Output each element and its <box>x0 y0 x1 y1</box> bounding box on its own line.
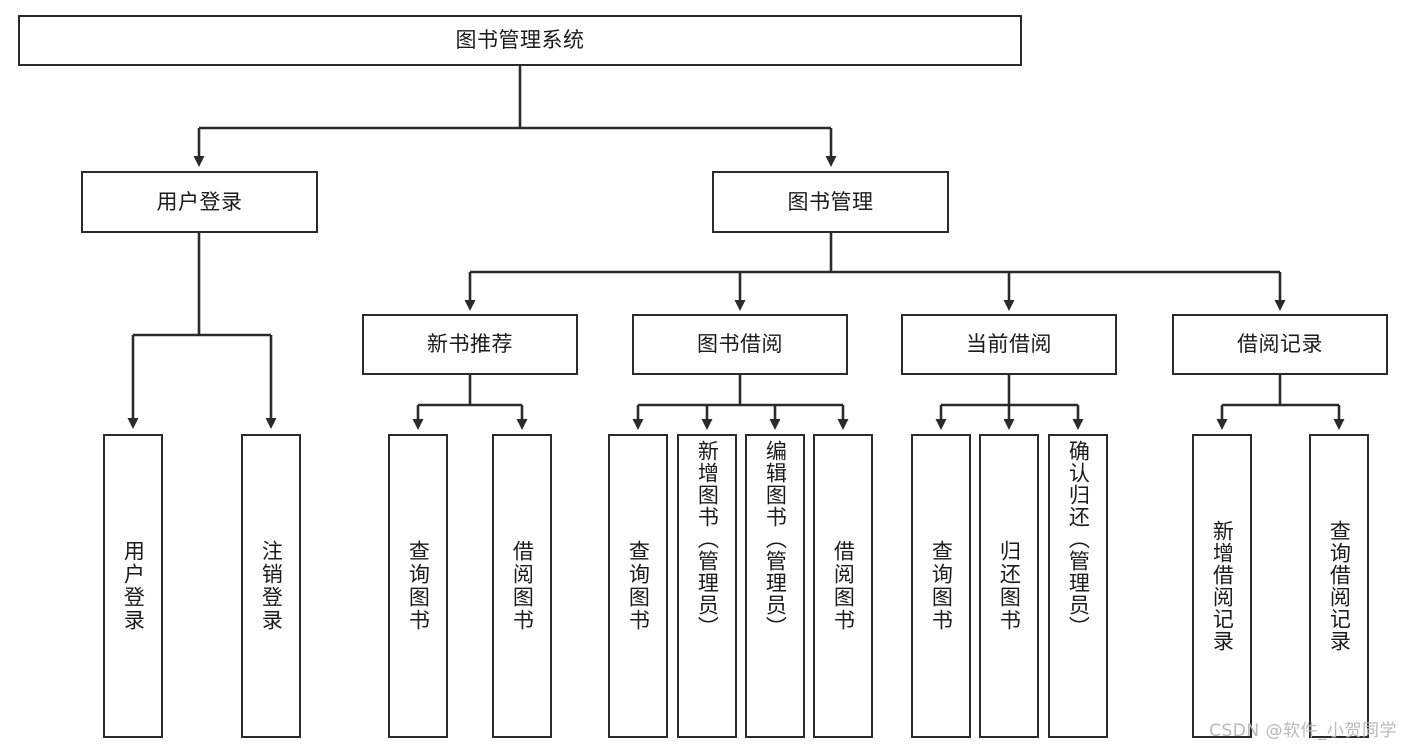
node-label: 借阅记录 <box>1237 332 1323 357</box>
node-label: 图书管理 <box>787 189 874 214</box>
node-label: 确认归还（管理员） <box>1066 440 1091 638</box>
node-label: 编辑图书（管理员） <box>763 440 788 638</box>
node-label: 图书管理系统 <box>455 28 585 53</box>
leaf-book-borrow-query-book[interactable]: 查询图书 <box>608 434 668 738</box>
leaf-current-borrow-confirm-return[interactable]: 确认归还（管理员） <box>1048 434 1108 738</box>
node-root-system[interactable]: 图书管理系统 <box>18 15 1022 66</box>
leaf-user-login-login[interactable]: 用户登录 <box>103 434 163 738</box>
leaf-borrow-record-query-record[interactable]: 查询借阅记录 <box>1309 434 1369 738</box>
node-label: 新增图书（管理员） <box>695 440 720 638</box>
node-label: 查询图书 <box>626 540 651 632</box>
node-label: 当前借阅 <box>966 332 1052 357</box>
node-current-borrow[interactable]: 当前借阅 <box>901 314 1117 375</box>
leaf-book-borrow-edit-book[interactable]: 编辑图书（管理员） <box>745 434 805 738</box>
leaf-book-borrow-borrow-book[interactable]: 借阅图书 <box>813 434 873 738</box>
node-label: 借阅图书 <box>831 540 856 632</box>
leaf-user-login-logout[interactable]: 注销登录 <box>241 434 301 738</box>
leaf-new-book-borrow-book[interactable]: 借阅图书 <box>492 434 552 738</box>
node-label: 借阅图书 <box>510 540 535 632</box>
node-label: 用户登录 <box>156 189 243 214</box>
leaf-borrow-record-add-record[interactable]: 新增借阅记录 <box>1192 434 1252 738</box>
node-user-login[interactable]: 用户登录 <box>81 171 318 233</box>
leaf-new-book-query-book[interactable]: 查询图书 <box>388 434 448 738</box>
node-book-management[interactable]: 图书管理 <box>712 171 949 233</box>
leaf-book-borrow-add-book[interactable]: 新增图书（管理员） <box>677 434 737 738</box>
node-book-borrow[interactable]: 图书借阅 <box>632 314 848 375</box>
node-new-book-recommend[interactable]: 新书推荐 <box>362 314 578 375</box>
node-label: 图书借阅 <box>697 332 783 357</box>
node-borrow-record[interactable]: 借阅记录 <box>1172 314 1388 375</box>
node-label: 新增借阅记录 <box>1210 520 1235 652</box>
leaf-current-borrow-query-book[interactable]: 查询图书 <box>911 434 971 738</box>
node-label: 注销登录 <box>259 540 284 632</box>
node-label: 查询图书 <box>929 540 954 632</box>
node-label: 用户登录 <box>121 540 146 632</box>
node-label: 查询借阅记录 <box>1327 520 1352 652</box>
node-label: 查询图书 <box>406 540 431 632</box>
leaf-current-borrow-return-book[interactable]: 归还图书 <box>979 434 1039 738</box>
watermark-text: CSDN @软件_小贺同学 <box>1209 721 1397 741</box>
node-label: 新书推荐 <box>427 332 513 357</box>
node-label: 归还图书 <box>997 540 1022 632</box>
